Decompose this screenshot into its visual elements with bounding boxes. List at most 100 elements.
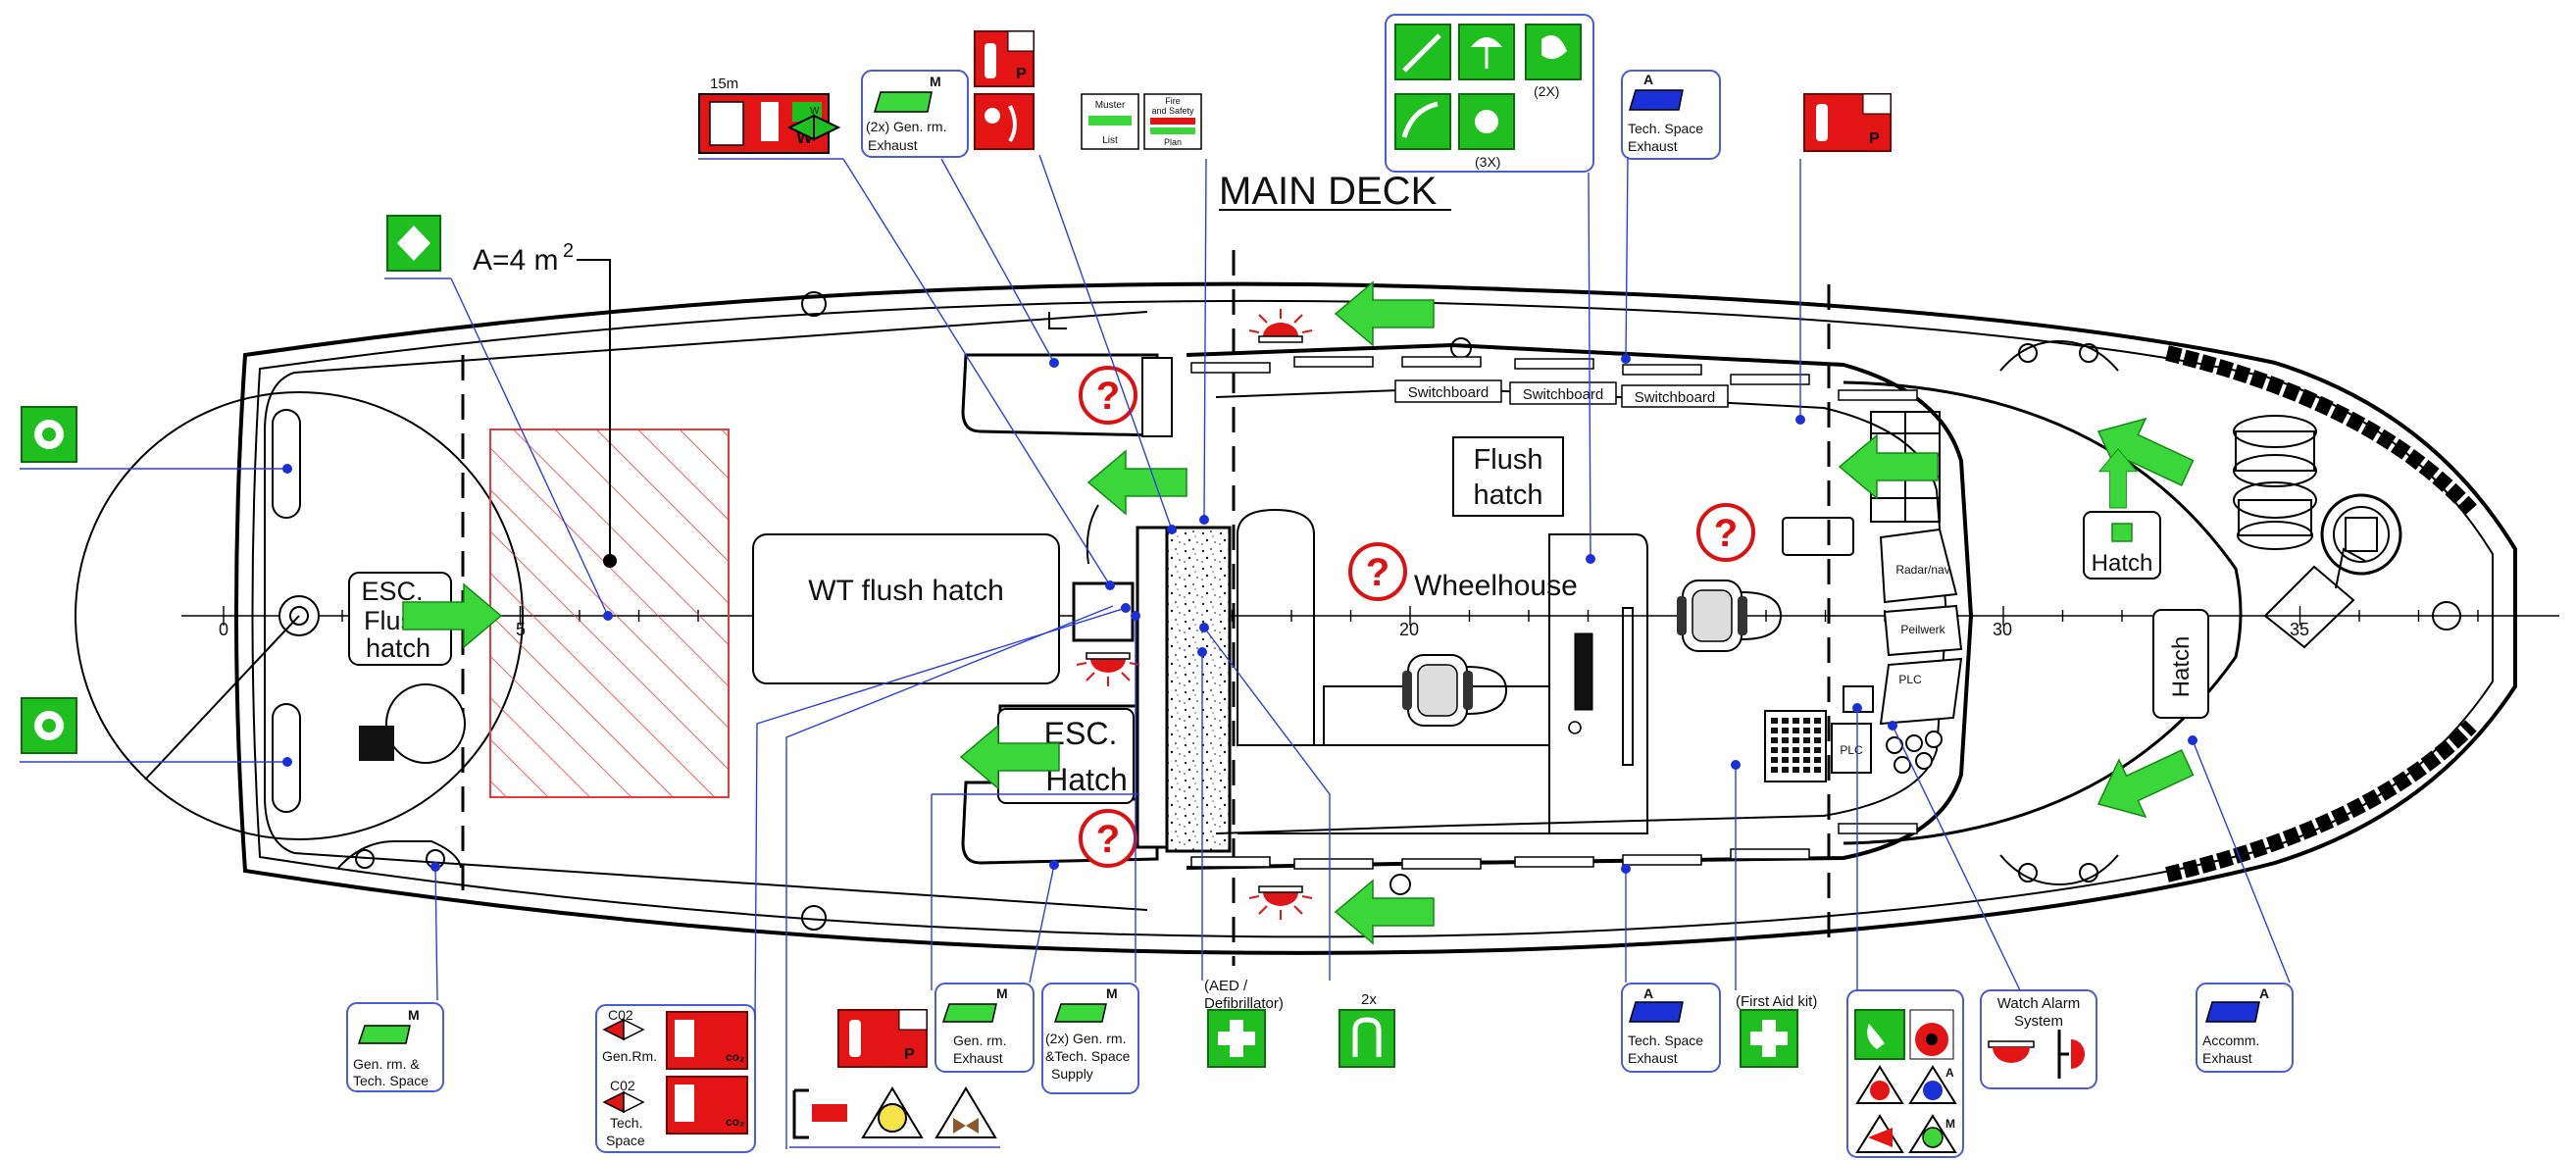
key [1814, 757, 1821, 763]
frame-number: 30 [1993, 620, 2012, 639]
window [1514, 358, 1594, 370]
gen-rm-tech-supply-vent: M (2x) Gen. rm. &Tech. Space Supply [931, 611, 1140, 1094]
svg-text:P: P [1016, 66, 1027, 82]
svg-text:A: A [1643, 72, 1653, 87]
svg-text:(AED /: (AED / [1204, 978, 1248, 994]
svg-text:Tech. Space: Tech. Space [1628, 121, 1703, 136]
svg-text:M: M [1945, 1117, 1955, 1131]
key [1782, 757, 1789, 763]
key [1803, 767, 1810, 773]
area-callout: A=4 m 2 [473, 240, 617, 568]
page-title-group: MAIN DECK [1219, 170, 1451, 213]
svg-text:co₂: co₂ [726, 1050, 744, 1064]
insulated-bulkhead [1165, 526, 1232, 853]
svg-text:PLC: PLC [1840, 743, 1863, 757]
window [1190, 362, 1271, 374]
safety-sign [1079, 809, 1137, 868]
first-aid-kit: (First Aid kit) [1731, 760, 1817, 1068]
page-title: MAIN DECK [1219, 170, 1438, 213]
key [1814, 728, 1821, 733]
switchboards: Switchboard Switchboard Switchboard [1394, 379, 1729, 408]
window [1622, 364, 1702, 376]
muster-list-sign: Muster List [1081, 93, 1139, 150]
window [1514, 856, 1594, 868]
pyrotechnics-group: (2X) (3X) [1385, 14, 1595, 564]
hatch-bow: Hatch [2152, 609, 2209, 719]
svg-text:(3X): (3X) [1475, 154, 1500, 170]
key [1803, 718, 1810, 724]
muster-point-icon [20, 406, 292, 474]
tech-space-exhaust-vent: A Tech. Space Exhaust [1621, 70, 1721, 364]
svg-text:(First Aid kit): (First Aid kit) [1736, 993, 1817, 1010]
key [1793, 728, 1799, 733]
key [1793, 747, 1799, 753]
chair [1401, 654, 1507, 727]
window [1401, 356, 1482, 368]
svg-text:P: P [904, 1046, 915, 1063]
fire-extinguisher-group: P [974, 30, 1177, 534]
key [1793, 757, 1799, 763]
wt-flush-hatch: WT flush hatch [752, 533, 1060, 684]
svg-text:Switchboard: Switchboard [1635, 389, 1716, 406]
svg-text:C02: C02 [608, 1007, 633, 1023]
key [1803, 757, 1810, 763]
co2-system: C02 Gen.Rm. co₂ C02 Tech. Space co₂ [595, 603, 1131, 1153]
key [1793, 718, 1799, 724]
svg-text:Radar/nav: Radar/nav [1895, 563, 1949, 577]
fire-safety-plan-sign: Fire and Safety Plan [1143, 93, 1209, 525]
area-label: A=4 m [473, 244, 559, 277]
key [1814, 718, 1821, 724]
svg-text:Switchboard: Switchboard [1408, 384, 1490, 401]
window [1622, 854, 1702, 866]
window [1730, 374, 1810, 385]
key [1771, 728, 1778, 733]
svg-text:M: M [1106, 985, 1118, 1001]
svg-text:Switchboard: Switchboard [1523, 386, 1604, 403]
windows [1190, 356, 1918, 870]
window [1401, 858, 1482, 870]
fire-equipment-bottom: P [785, 605, 1114, 1149]
svg-text:PLC: PLC [1898, 673, 1922, 686]
key [1771, 718, 1778, 724]
watch-alarm-system: Watch Alarm System [1888, 721, 2097, 1089]
accomm-exhaust-vent: A Accomm. Exhaust [2188, 735, 2294, 1073]
aft-winch [75, 391, 524, 840]
svg-text:(2X): (2X) [1534, 83, 1559, 99]
safety-sign [1079, 366, 1137, 425]
svg-text:Plan: Plan [1164, 137, 1182, 147]
svg-text:Supply: Supply [1051, 1066, 1093, 1082]
frame-number: 0 [219, 620, 228, 639]
gen-rm-exhaust-vent-bottom: M Gen. rm. Exhaust [934, 860, 1059, 1073]
svg-text:ESC.: ESC. [361, 577, 423, 606]
frame-number: 20 [1399, 620, 1419, 639]
alarm-panel-group: A M [1846, 703, 1964, 1158]
svg-text:Exhaust: Exhaust [2202, 1050, 2252, 1066]
svg-text:Gen. rm.: Gen. rm. [953, 1033, 1006, 1048]
safety-sign [1696, 503, 1755, 562]
lifebuoy: 2x [1199, 623, 1395, 1068]
beacon-light [1076, 652, 1140, 687]
beacon-light [1248, 885, 1313, 921]
svg-text:Tech.: Tech. [610, 1115, 642, 1131]
svg-text:List: List [1102, 135, 1118, 146]
window [1293, 356, 1374, 368]
svg-text:hatch: hatch [366, 633, 430, 663]
key [1793, 737, 1799, 743]
key [1782, 718, 1789, 724]
key [1803, 747, 1810, 753]
window [1730, 848, 1810, 860]
svg-text:Accomm.: Accomm. [2202, 1033, 2259, 1048]
key [1782, 747, 1789, 753]
beacon-light [1248, 308, 1313, 343]
gen-rm-exhaust-vent: M (2x) Gen. rm. Exhaust [861, 70, 1059, 368]
svg-text:A: A [1945, 1066, 1954, 1080]
svg-text:Flush: Flush [1474, 444, 1543, 476]
svg-text:C02: C02 [610, 1078, 635, 1093]
gen-rm-tech-space-vent: M Gen. rm. & Tech. Space [346, 862, 444, 1092]
hatch-fwd: Hatch [2083, 511, 2161, 580]
key [1814, 747, 1821, 753]
svg-text:&Tech. Space: &Tech. Space [1045, 1048, 1131, 1064]
svg-text:W: W [810, 106, 820, 117]
